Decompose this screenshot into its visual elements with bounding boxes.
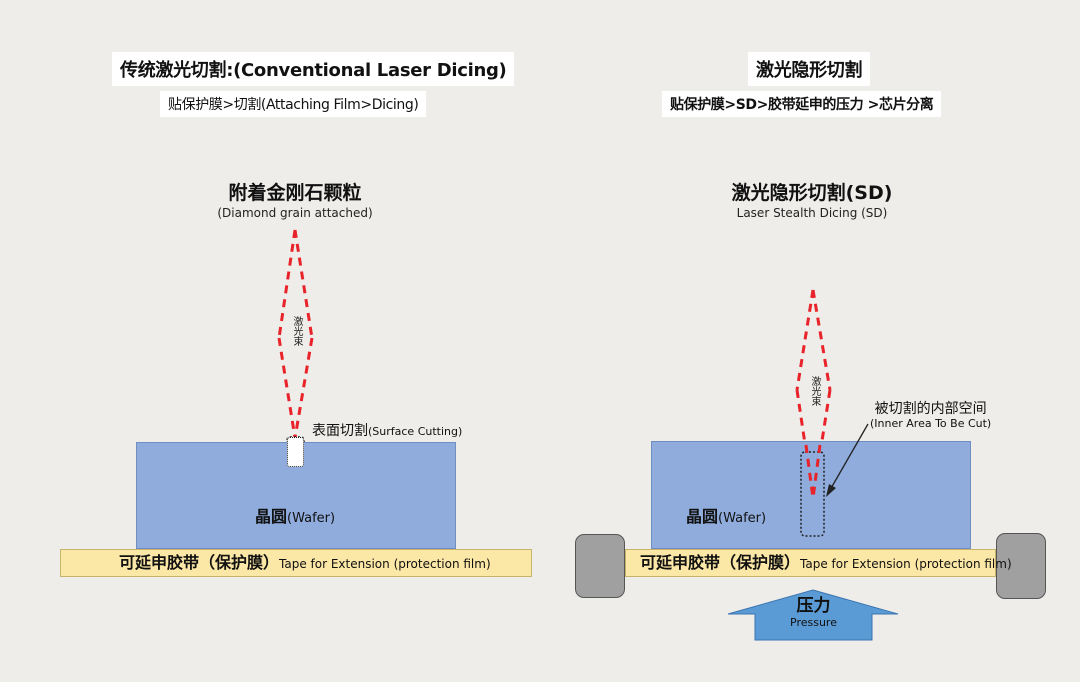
right-tape: 可延申胶带（保护膜）Tape for Extension (protection… <box>625 549 1012 577</box>
right-title-text: 激光隐形切割 <box>756 60 863 81</box>
left-laser-beam <box>277 229 314 439</box>
left-subtitle: 贴保护膜>切割(Attaching Film>Dicing) <box>160 91 427 117</box>
right-roller <box>996 533 1046 599</box>
right-tape-cn: 可延申胶带（保护膜） <box>640 553 801 572</box>
right-wafer <box>651 441 971 549</box>
left-tape-cn: 可延申胶带（保护膜） <box>119 553 280 572</box>
right-tape-en: Tape for Extension (protection film) <box>800 557 1012 571</box>
inner-area-cn: 被切割的内部空间 <box>874 401 987 417</box>
left-wafer-cn: 晶圆 <box>255 507 288 526</box>
left-tape-en: Tape for Extension (protection film) <box>279 557 491 571</box>
left-wafer-label: 晶圆(Wafer) <box>255 503 335 527</box>
right-title: 激光隐形切割 <box>748 52 871 86</box>
pressure-cn: 压力 <box>796 596 831 616</box>
right-wafer-label: 晶圆(Wafer) <box>686 503 766 527</box>
left-title-text: 传统激光切割:(Conventional Laser Dicing) <box>120 60 507 81</box>
pressure-arrow <box>727 589 899 641</box>
right-wafer-cn: 晶圆 <box>686 507 719 526</box>
inner-area-label: 被切割的内部空间 (Inner Area To Be Cut) <box>870 398 991 430</box>
inner-area-en: (Inner Area To Be Cut) <box>870 417 992 430</box>
left-title: 传统激光切割:(Conventional Laser Dicing) <box>112 52 515 86</box>
surface-cutting-cn: 表面切割 <box>312 423 368 439</box>
left-heading-sub: (Diamond grain attached) <box>217 206 373 220</box>
surface-cutting-en: (Surface Cutting) <box>368 425 463 438</box>
pressure-label: 压力 Pressure <box>755 596 872 629</box>
right-subtitle: 贴保护膜>SD>胶带延申的压力 >芯片分离 <box>662 91 942 117</box>
right-beam-label: 激光束 <box>809 376 820 406</box>
pressure-en: Pressure <box>790 616 837 629</box>
right-heading: 激光隐形切割(SD) <box>731 182 893 204</box>
left-beam-label: 激光束 <box>291 316 302 346</box>
left-wafer-en: (Wafer) <box>287 511 336 526</box>
right-wafer-en: (Wafer) <box>718 511 767 526</box>
left-roller <box>575 534 625 598</box>
left-heading: 附着金刚石颗粒 <box>228 182 362 204</box>
right-subtitle-text: 贴保护膜>SD>胶带延申的压力 >芯片分离 <box>670 97 934 113</box>
left-subtitle-text: 贴保护膜>切割(Attaching Film>Dicing) <box>168 97 419 113</box>
right-heading-sub: Laser Stealth Dicing (SD) <box>736 206 888 220</box>
surface-cut-box-overlay <box>287 437 304 467</box>
surface-cutting-label: 表面切割(Surface Cutting) <box>312 420 462 440</box>
left-tape: 可延申胶带（保护膜）Tape for Extension (protection… <box>60 549 532 577</box>
